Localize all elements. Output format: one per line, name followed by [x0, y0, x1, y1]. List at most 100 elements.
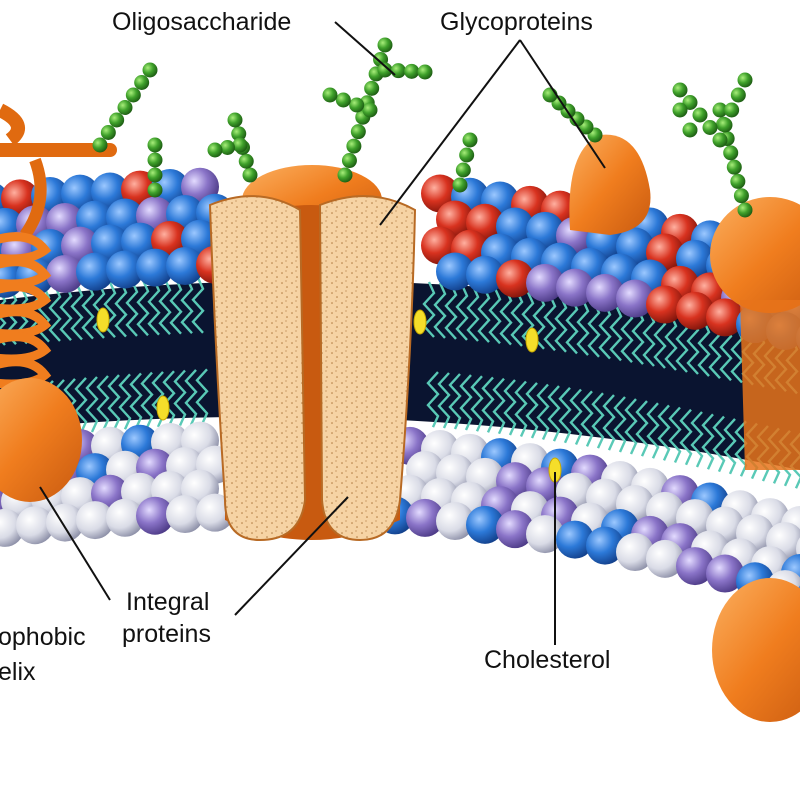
lipid-tail: [195, 368, 209, 425]
lipid-tail: [470, 375, 484, 432]
lipid-tail: [81, 283, 95, 340]
lipid-tail: [598, 303, 612, 360]
channel-subunit-left: [208, 195, 307, 542]
integral-channel-protein: [208, 165, 417, 542]
sugar-unit: [737, 202, 753, 218]
sugar-unit: [717, 117, 733, 133]
lipid-tail: [459, 374, 473, 431]
lipid-tail: [59, 284, 73, 342]
lipid-tail: [437, 372, 451, 429]
lipid-tail: [147, 279, 161, 336]
lipid-tail: [140, 371, 154, 429]
label-glycoproteins: Glycoproteins: [440, 8, 593, 36]
phospholipid-head: [616, 279, 654, 318]
phospholipid-head: [646, 285, 684, 324]
lipid-tail: [679, 408, 693, 466]
lipid-tail: [723, 418, 737, 475]
sugar-unit: [723, 145, 739, 161]
lipid-tail: [488, 287, 502, 345]
lipid-tail: [668, 406, 682, 464]
phospholipid-head: [496, 259, 534, 298]
lower-leaflet-heads: [0, 421, 800, 609]
sugar-unit: [109, 112, 125, 128]
phospholipid-head: [76, 252, 114, 291]
sugar-unit: [335, 92, 351, 108]
sugar-unit: [692, 107, 708, 123]
lipid-tail: [580, 390, 594, 447]
lipid-tail: [613, 396, 627, 453]
leader-glycoproteins-a: [379, 39, 521, 226]
sugar-unit: [362, 102, 378, 118]
helical-protein: [0, 103, 117, 502]
sugar-unit: [147, 167, 163, 183]
phospholipid-head: [16, 506, 54, 545]
leader-integral-a: [39, 486, 111, 601]
sugar-unit: [737, 72, 753, 88]
lipid-tail: [466, 285, 480, 342]
sugar-unit: [682, 122, 698, 138]
label-hydrophobic-line2: elix: [0, 658, 36, 686]
sugar-unit: [231, 126, 247, 142]
lipid-tail: [70, 283, 84, 341]
phospholipid-head: [106, 498, 144, 537]
cholesterol-molecule: [525, 327, 539, 353]
sugar-unit: [227, 112, 243, 128]
lipid-tail: [576, 299, 590, 356]
label-integral-line2: proteins: [122, 620, 211, 648]
label-integral-line1: Integral: [126, 588, 209, 616]
lipid-tail: [96, 375, 110, 432]
sugar-unit: [542, 87, 558, 103]
sugar-unit: [220, 140, 235, 155]
phospholipid-head: [46, 254, 84, 293]
lipid-tail: [455, 284, 469, 341]
phospholipid-head: [166, 246, 204, 285]
sugar-unit: [337, 167, 353, 183]
sugar-unit: [341, 153, 357, 169]
sugar-unit: [232, 137, 248, 153]
leader-lines: [39, 21, 606, 645]
phospholipid-head: [706, 298, 744, 337]
lipid-tail: [536, 383, 550, 440]
lipid-tail: [48, 285, 62, 342]
label-cholesterol: Cholesterol: [484, 646, 610, 674]
phospholipid-head: [136, 248, 174, 287]
cholesterol-molecules: [96, 307, 562, 483]
lipid-tail: [609, 304, 623, 362]
sugar-unit: [702, 120, 718, 135]
lipid-tail: [433, 282, 447, 339]
phospholipid-head: [556, 268, 594, 307]
lipid-tail: [510, 290, 524, 347]
lipid-tail: [114, 281, 128, 338]
phospholipid-head: [436, 502, 474, 541]
lipid-tail: [477, 286, 491, 343]
lipid-tail: [118, 373, 132, 430]
sugar-unit: [377, 62, 393, 78]
lipid-tail: [521, 291, 535, 349]
label-oligosaccharide: Oligosaccharide: [112, 8, 291, 36]
lipid-tail: [646, 402, 660, 459]
lipid-tail: [444, 283, 458, 340]
lipid-tail: [558, 386, 572, 444]
sugar-unit: [672, 82, 688, 98]
sugar-unit: [364, 80, 380, 96]
sugar-unit: [92, 137, 108, 153]
lipid-tail: [158, 278, 172, 336]
lipid-tail: [635, 400, 649, 457]
sugar-unit: [100, 125, 116, 140]
sugar-unit: [733, 188, 749, 204]
lipid-tail: [180, 277, 194, 335]
lipid-tail: [74, 377, 88, 434]
lipid-tail: [664, 314, 678, 371]
phospholipid-head: [676, 547, 714, 586]
lipid-tail: [569, 388, 583, 446]
lipid-tail: [503, 379, 517, 436]
sugar-unit: [350, 124, 366, 140]
cholesterol-molecule: [156, 395, 170, 421]
sugar-unit: [726, 159, 742, 175]
lipid-tail: [0, 289, 7, 346]
sugar-unit: [242, 167, 258, 183]
oligosaccharide-chains: [92, 37, 753, 218]
lipid-tail: [514, 380, 528, 437]
sugar-unit: [322, 87, 338, 103]
lipid-tail: [481, 376, 495, 433]
